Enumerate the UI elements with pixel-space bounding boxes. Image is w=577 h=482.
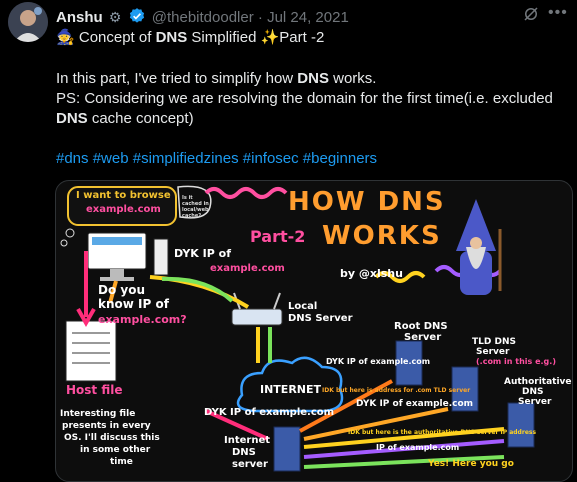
title-part: Part-2	[250, 227, 306, 246]
question-line2: know IP of	[98, 297, 169, 311]
author-name[interactable]: Anshu	[56, 9, 103, 26]
internet-label: INTERNET	[260, 383, 322, 396]
p1-bold: DNS	[297, 70, 329, 87]
wizard-emoji-icon: 🧙	[56, 29, 75, 46]
cache-thought: Is it cached in local/web cache?	[182, 195, 209, 219]
eye-slash-icon[interactable]	[522, 5, 540, 28]
hashtags[interactable]: #dns #web #simplifiedzines #infosec #beg…	[56, 150, 378, 167]
ip-of-label: IP of example.com	[376, 443, 460, 452]
idk-tld-label: IDK but here is address for .com TLD ser…	[322, 387, 471, 394]
internet-dns-line1: Internet	[224, 435, 271, 446]
authoritative-dns-server-icon	[507, 402, 535, 448]
separator: ·	[257, 9, 263, 26]
yes-here-label: Yes! Here you go	[428, 459, 514, 469]
tld-dns-line3: (.com in this e.g.)	[476, 357, 556, 366]
note-line5: time	[110, 457, 133, 467]
internet-dns-line3: server	[232, 459, 268, 470]
dyk-ip-label: DYK IP of	[174, 247, 231, 260]
avatar[interactable]	[8, 2, 48, 42]
want-browse-line2: example.com	[86, 204, 161, 215]
auth-dns-line3: Server	[518, 397, 552, 407]
local-dns-line1: Local	[288, 301, 318, 312]
root-dns-line1: Root DNS	[394, 321, 448, 332]
wizard-hat-icon	[456, 199, 496, 251]
thought-bubble	[67, 186, 177, 226]
note-line2: presents in every	[62, 421, 151, 431]
computer-tower-icon	[153, 238, 169, 276]
gear-badge-icon: ⚙	[108, 9, 122, 25]
dyk-example-label: example.com	[210, 263, 285, 274]
tweet-title: 🧙 Concept of DNS Simplified ✨Part -2	[56, 28, 324, 48]
note-line1: Interesting file	[60, 409, 136, 419]
tld-dns-server-icon	[451, 366, 479, 412]
note-line3: OS. I'll discuss this	[64, 433, 160, 443]
auth-dns-line2: DNS	[522, 387, 544, 397]
question-line3: example.com?	[98, 313, 187, 326]
p1-post: works.	[328, 70, 377, 87]
title-byline: by @xlshu	[340, 267, 403, 280]
title-bold: DNS	[155, 29, 188, 46]
note-line4: in some other	[80, 445, 151, 455]
title-pre: Concept of	[78, 29, 156, 46]
verified-badge-icon	[128, 7, 146, 29]
internet-dns-server-icon	[273, 426, 301, 472]
want-browse-line1: I want to browse	[76, 190, 171, 201]
internet-dns-line2: DNS	[232, 447, 256, 458]
root-dns-line2: Server	[404, 332, 442, 343]
tweet-header: Anshu ⚙ @thebitdoodler · Jul 24, 2021	[56, 7, 349, 29]
question-line1: Do you	[98, 283, 145, 297]
title-works: WORKS	[322, 221, 442, 251]
auth-dns-line1: Authoritative	[504, 377, 572, 387]
p3-bold: DNS	[56, 110, 88, 127]
internet-cloud-icon	[236, 356, 344, 413]
local-dns-line2: DNS Server	[288, 313, 353, 324]
idk-authoritative-label: IDK but here is the authoritative DNS se…	[348, 429, 537, 436]
title-how-dns: HOW DNS	[288, 187, 446, 217]
tweet-line-2: PS: Considering we are resolving the dom…	[56, 90, 553, 107]
dns-illustration-image[interactable]: I want to browse example.com Is it cache…	[55, 180, 573, 482]
tweet-line-3: DNS cache concept)	[56, 109, 194, 129]
p3-post: cache concept)	[87, 110, 194, 127]
tld-dns-line2: Server	[476, 347, 510, 357]
sparkles-emoji-icon: ✨	[260, 29, 280, 46]
more-dots-icon[interactable]: •••	[548, 4, 568, 21]
dyk-ip-tld-label: DYK IP of example.com	[356, 399, 474, 409]
author-handle[interactable]: @thebitdoodler	[151, 9, 254, 26]
dyk-ip-root-label: DYK IP of example.com	[326, 357, 431, 366]
tld-dns-line1: TLD DNS	[472, 337, 516, 347]
p1-pre: In this part, I've tried to simplify how	[56, 70, 298, 87]
router-icon	[231, 308, 283, 326]
host-file-label: Host file	[66, 383, 123, 397]
tweet-line-1: In this part, I've tried to simplify how…	[56, 69, 376, 89]
root-dns-server-icon	[395, 340, 423, 386]
tweet-date[interactable]: Jul 24, 2021	[267, 9, 349, 26]
title-post: Part -2	[279, 29, 325, 46]
dyk-ip-of-label: DYK IP of example.com	[204, 407, 335, 418]
title-mid: Simplified	[187, 29, 261, 46]
host-file-icon	[65, 320, 117, 382]
